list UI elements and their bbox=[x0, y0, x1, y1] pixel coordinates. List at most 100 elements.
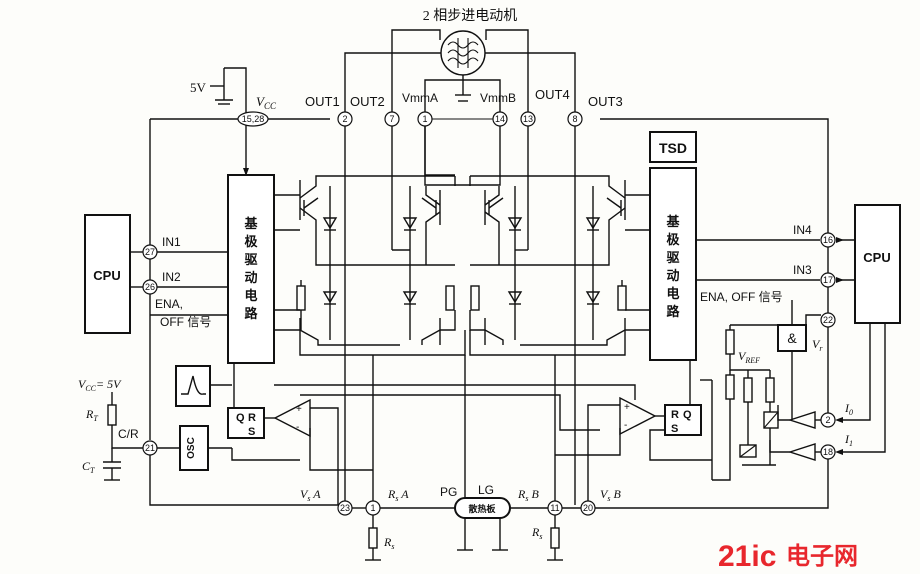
in4-label: IN4 bbox=[793, 223, 812, 237]
rsa-label: R bbox=[387, 487, 396, 501]
svg-text:动: 动 bbox=[244, 271, 257, 286]
vsa-label: V bbox=[300, 487, 309, 501]
svg-text:R: R bbox=[248, 412, 256, 424]
rs-right-label: R bbox=[531, 525, 540, 539]
rs-flipflop-left: Q R S bbox=[227, 407, 265, 439]
vcc-arrow bbox=[243, 168, 249, 176]
svg-text:-: - bbox=[624, 420, 627, 431]
svg-text:21ic: 21ic bbox=[718, 540, 776, 573]
svg-text:2: 2 bbox=[825, 415, 830, 425]
pin-18: 18 bbox=[820, 444, 836, 460]
svg-text:动: 动 bbox=[666, 269, 679, 284]
svg-text:8: 8 bbox=[572, 114, 577, 124]
pin-16: 16 bbox=[820, 232, 836, 248]
out1-label: OUT1 bbox=[305, 94, 340, 109]
svg-text:VREF: VREF bbox=[738, 349, 760, 365]
svg-text:R: R bbox=[671, 409, 679, 421]
rs-flipflop-right: R Q S bbox=[664, 404, 702, 436]
out2-label: OUT2 bbox=[350, 94, 385, 109]
ena-off-left-1: ENA, bbox=[155, 297, 183, 311]
i1-sub: 1 bbox=[849, 439, 853, 448]
pin-20: 20 bbox=[580, 500, 596, 516]
svg-text:散热板: 散热板 bbox=[468, 503, 496, 514]
vsb-label: V bbox=[600, 487, 609, 501]
vcc-label: V bbox=[256, 94, 266, 109]
pin-17: 17 bbox=[820, 272, 836, 288]
current-select-buffers bbox=[769, 323, 886, 461]
rt-label: R bbox=[85, 407, 94, 421]
vmmb-label: VmmB bbox=[480, 91, 516, 105]
svg-text:S: S bbox=[248, 426, 255, 438]
pin-1-vmma: 1 bbox=[417, 111, 433, 127]
svg-text:VCC= 5V: VCC= 5V bbox=[78, 377, 122, 393]
svg-text:&: & bbox=[787, 330, 797, 346]
vcc-sub: CC bbox=[264, 101, 277, 111]
svg-text:路: 路 bbox=[666, 304, 680, 320]
svg-text:CT: CT bbox=[82, 459, 95, 475]
rs-left-label: R bbox=[383, 535, 392, 549]
comparator-left: + - bbox=[273, 398, 311, 438]
stepper-motor: 2 相步进电动机 bbox=[344, 8, 576, 113]
cr-label: C/R bbox=[118, 427, 139, 441]
svg-text:21: 21 bbox=[145, 443, 155, 453]
svg-text:Q: Q bbox=[236, 412, 245, 424]
lg-label: LG bbox=[478, 483, 494, 497]
svg-text:Rs B: Rs B bbox=[517, 487, 539, 503]
pin-23: 23 bbox=[337, 500, 353, 516]
svg-text:Vs B: Vs B bbox=[600, 487, 621, 503]
svg-text:I0: I0 bbox=[844, 401, 853, 417]
svg-text:路: 路 bbox=[244, 306, 258, 322]
svg-text:极: 极 bbox=[244, 234, 258, 250]
svg-text:+: + bbox=[296, 404, 302, 415]
svg-text:23: 23 bbox=[340, 503, 350, 513]
svg-text:7: 7 bbox=[389, 114, 394, 124]
svg-text:CPU: CPU bbox=[93, 268, 120, 283]
svg-text:Rs: Rs bbox=[531, 525, 542, 541]
in1-label: IN1 bbox=[162, 235, 181, 249]
svg-text:11: 11 bbox=[550, 503, 559, 513]
supply-5v-label: 5V bbox=[190, 80, 207, 95]
pin-2-out1: 2 bbox=[337, 111, 353, 127]
in3-label: IN3 bbox=[793, 263, 812, 277]
svg-text:16: 16 bbox=[823, 235, 833, 245]
osc-block: OSC bbox=[179, 425, 209, 471]
pin-26: 26 bbox=[142, 279, 158, 295]
rs-resistor-left: Rs bbox=[365, 515, 394, 561]
svg-text:Rs A: Rs A bbox=[387, 487, 409, 503]
svg-text:1: 1 bbox=[370, 503, 375, 513]
svg-text:13: 13 bbox=[523, 114, 533, 124]
ena-off-right: ENA, OFF 信号 bbox=[700, 290, 783, 304]
ena-off-left-2: OFF 信号 bbox=[160, 315, 211, 329]
vref-label: V bbox=[738, 349, 747, 363]
svg-text:电: 电 bbox=[244, 288, 257, 304]
svg-text:I1: I1 bbox=[844, 432, 853, 448]
waveform-block bbox=[175, 365, 211, 407]
svg-text:17: 17 bbox=[823, 275, 833, 285]
vr-sub: r bbox=[819, 344, 823, 353]
pin-8-out3: 8 bbox=[567, 111, 583, 127]
svg-text:Vs A: Vs A bbox=[300, 487, 321, 503]
comparator-right: + - bbox=[619, 396, 657, 436]
svg-text:TSD: TSD bbox=[659, 140, 687, 156]
svg-text:驱: 驱 bbox=[666, 251, 679, 266]
svg-text:2: 2 bbox=[342, 114, 347, 124]
svg-text:Rs: Rs bbox=[383, 535, 394, 551]
svg-text:RT: RT bbox=[85, 407, 98, 423]
pin-22: 22 bbox=[820, 312, 836, 328]
rs-resistor-right: Rs bbox=[531, 515, 563, 561]
vmma-label: VmmA bbox=[402, 91, 438, 105]
tsd-block: TSD bbox=[649, 131, 697, 163]
svg-text:15,28: 15,28 bbox=[242, 114, 265, 124]
cpu-right: CPU bbox=[854, 204, 901, 324]
svg-text:电子网: 电子网 bbox=[786, 542, 858, 570]
svg-text:27: 27 bbox=[145, 247, 155, 257]
pin-21: 21 bbox=[142, 440, 158, 456]
h-bridge-a bbox=[274, 175, 466, 505]
pin-11: 11 bbox=[547, 500, 563, 516]
h-bridge-b bbox=[469, 175, 650, 505]
svg-text:驱: 驱 bbox=[244, 253, 257, 268]
svg-text:22: 22 bbox=[823, 315, 833, 325]
out4-label: OUT4 bbox=[535, 87, 570, 102]
